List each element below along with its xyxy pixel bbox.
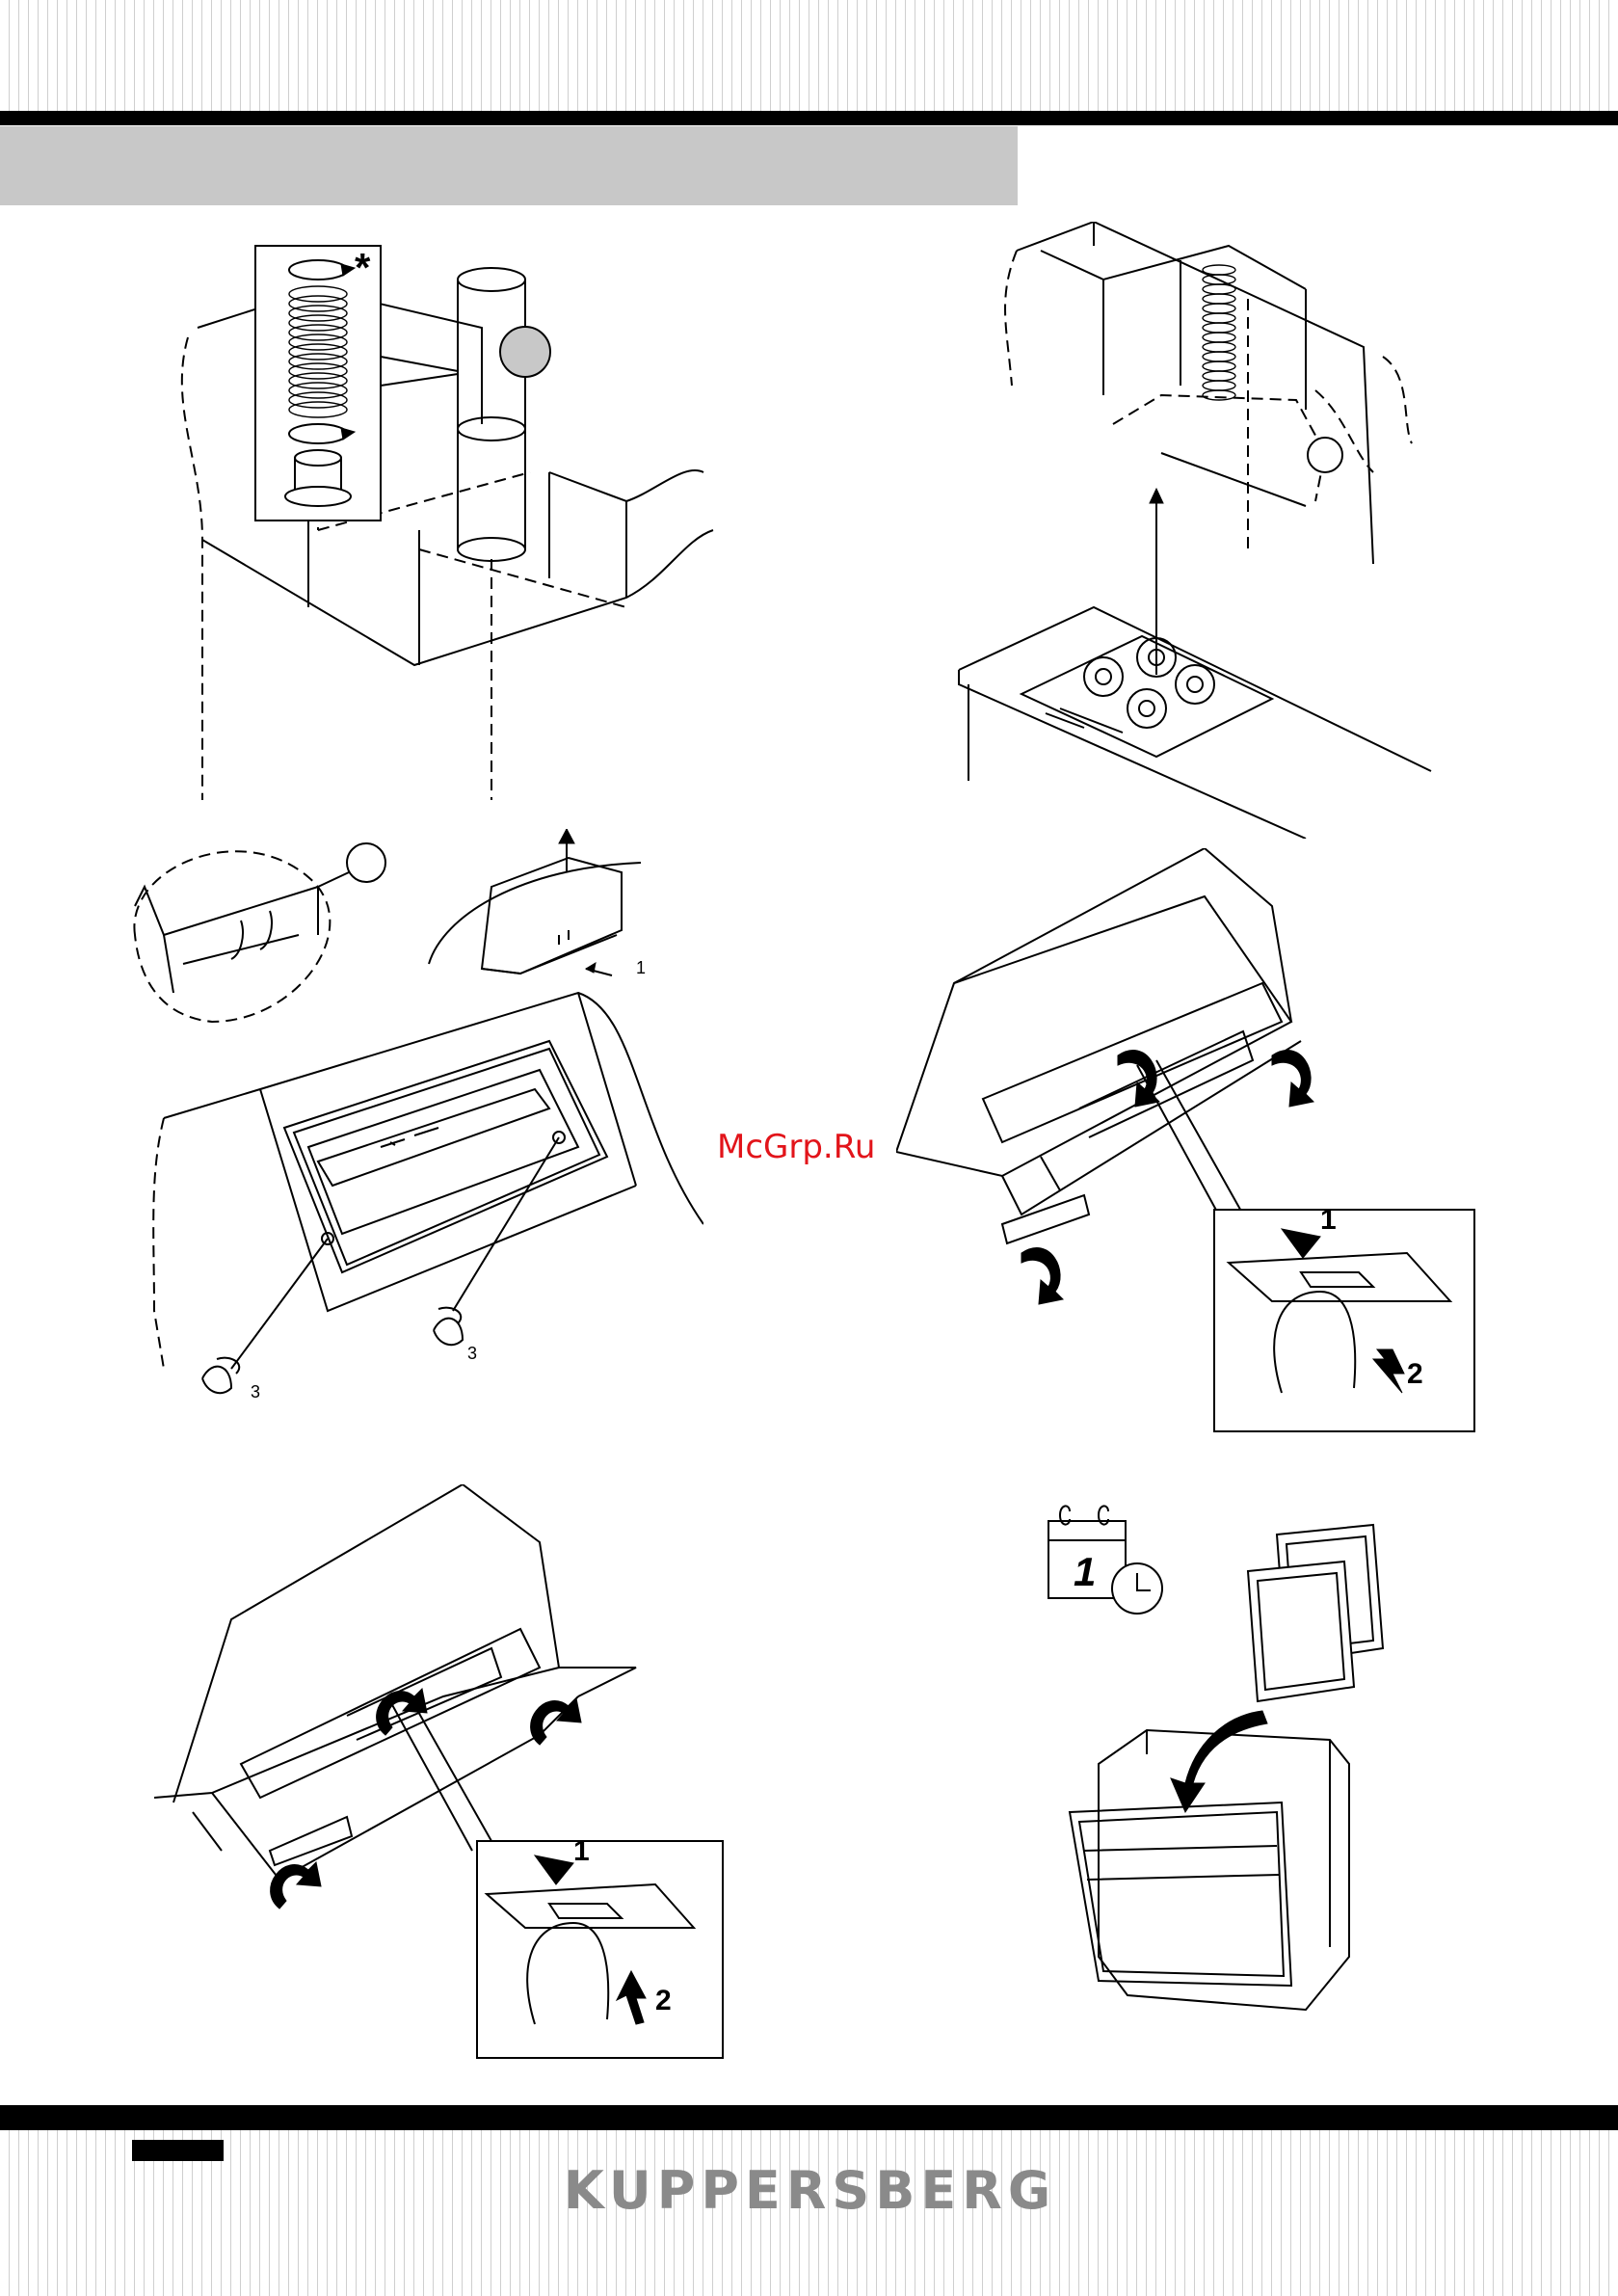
figure-fixing-screws: 3 3	[125, 983, 703, 1407]
screw-step-left: 3	[251, 1382, 260, 1402]
calendar-month-number: 1	[1074, 1549, 1096, 1594]
step-1-label: 1	[636, 958, 646, 977]
close-step-2: 2	[655, 1985, 672, 2016]
open-step-1: 1	[1320, 1204, 1337, 1236]
figure-hood-insert: 1	[424, 829, 665, 1002]
top-stripe-pattern	[0, 0, 1618, 111]
brand-logo: KUPPERSBERG	[564, 2160, 1046, 2221]
header-band	[0, 126, 1018, 205]
figure-duct-installation: *	[164, 222, 723, 819]
open-step-2: 2	[1407, 1358, 1423, 1390]
figure-hood-mounting	[949, 222, 1450, 839]
figure-close-filter-panel: 1 2	[154, 1484, 732, 2063]
figure-filter-dishwasher: 1	[1041, 1504, 1407, 2072]
asterisk-mark: *	[355, 245, 371, 290]
screw-step-right: 3	[467, 1344, 477, 1363]
page-number-tab	[132, 2140, 224, 2161]
top-rule	[0, 111, 1618, 125]
watermark: McGrp.Ru	[717, 1128, 875, 1166]
close-step-1: 1	[573, 1835, 590, 1867]
figure-open-filter-panel: 1 2	[896, 848, 1494, 1446]
